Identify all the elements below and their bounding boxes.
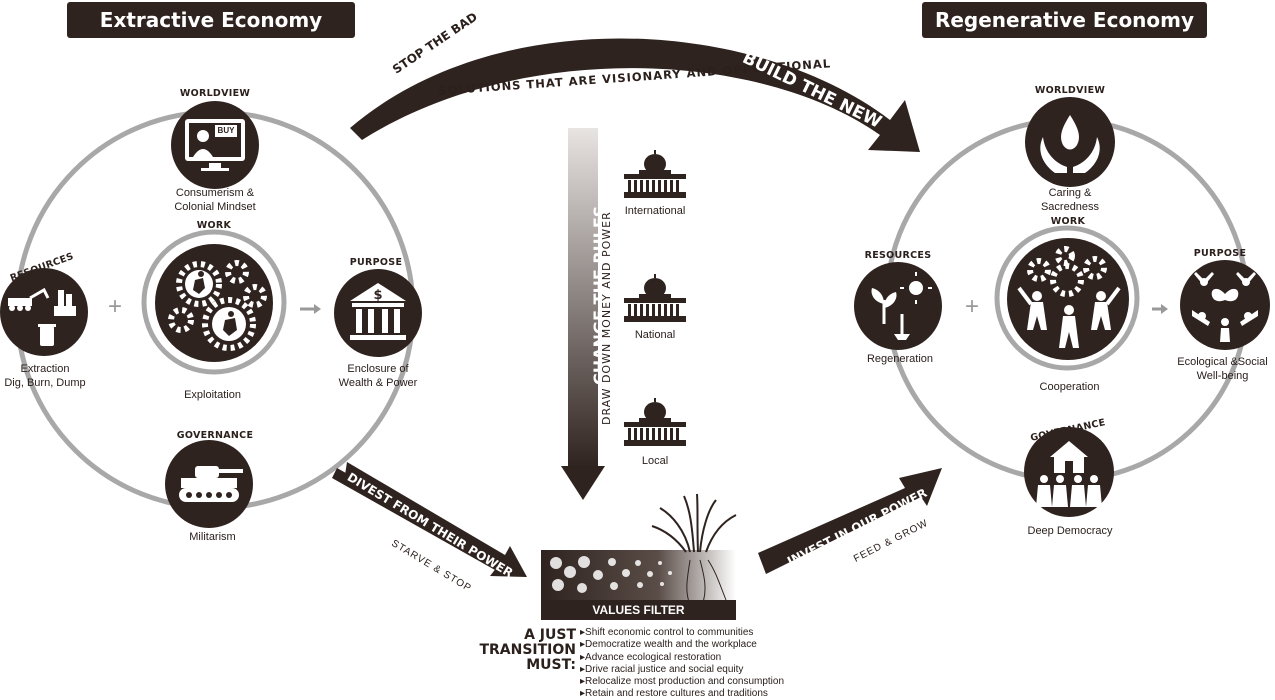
soil-pebbles: [550, 556, 672, 593]
right-resources-label: RESOURCES: [864, 250, 932, 261]
national-label: National: [634, 329, 676, 341]
international-label: International: [624, 205, 686, 217]
right-plus-sign: +: [965, 293, 980, 320]
capitol-icon: [624, 398, 686, 446]
list-item: Drive racial justice and social equity: [580, 664, 820, 676]
left-purpose-label: PURPOSE: [349, 257, 403, 268]
stop-build-arrow: [350, 38, 920, 152]
capitol-local: Local: [620, 396, 690, 467]
list-item: Shift economic control to communities: [580, 627, 820, 639]
left-resources-node: [0, 268, 88, 356]
grass-icon: [651, 493, 737, 553]
right-resources-caption: Regeneration: [866, 353, 934, 365]
left-governance-caption: Militarism: [189, 531, 236, 543]
svg-text:$: $: [373, 288, 382, 303]
gears-people-icon: [1017, 246, 1121, 348]
list-item: Retain and restore cultures and traditio…: [580, 688, 820, 698]
right-work-node: [1007, 238, 1129, 360]
hands-water-drop-icon: [1040, 115, 1100, 173]
right-purpose-label: PURPOSE: [1193, 248, 1247, 259]
invest-arrow: [758, 468, 942, 574]
left-work-node: [155, 244, 273, 362]
regenerative-economy-banner: Regenerative Economy: [922, 2, 1207, 38]
left-governance-node: [165, 440, 253, 528]
people-house-icon: [1036, 441, 1102, 507]
people-butterfly-icon: [1192, 272, 1258, 342]
right-worldview-label: WORLDVIEW: [1034, 85, 1106, 96]
right-worldview-caption: Caring &Sacredness: [1040, 187, 1100, 213]
left-purpose-node: $: [334, 269, 422, 357]
right-work-caption: Cooperation: [1039, 381, 1100, 393]
local-label: Local: [641, 455, 669, 467]
divest-arrow: [340, 462, 527, 577]
extractive-work-ring: [141, 229, 287, 375]
right-resources-node: [854, 262, 942, 350]
gears-workers-icon: [168, 260, 267, 351]
list-item: Democratize wealth and the workplace: [580, 639, 820, 651]
tv-buy-icon: [185, 119, 245, 171]
draw-down-text: DRAW DOWN MONEY AND POWER: [600, 211, 613, 425]
left-worldview-label: WORLDVIEW: [179, 88, 251, 99]
sprout-sun-icon: [871, 272, 932, 340]
left-work-caption: Exploitation: [184, 389, 241, 401]
capitol-icon: [624, 150, 686, 198]
change-rules-arrowhead: [561, 466, 605, 500]
left-governance-label: GOVERNANCE: [176, 430, 254, 441]
right-governance-node: [1024, 427, 1114, 517]
right-work-label: WORK: [1050, 216, 1086, 227]
tank-icon: [179, 466, 243, 502]
list-item: Relocalize most production and consumpti…: [580, 676, 820, 688]
left-worldview-caption: Consumerism &Colonial Mindset: [174, 187, 256, 213]
capitol-national: National: [620, 272, 690, 341]
extractive-economy-banner: Extractive Economy: [67, 2, 355, 38]
capitol-icon: [624, 274, 686, 322]
left-plus-sign: +: [108, 293, 123, 320]
bank-dollar-icon: $: [350, 283, 406, 340]
values-filter-label: VALUES FILTER: [541, 600, 736, 620]
right-governance-caption: Deep Democracy: [1027, 525, 1113, 537]
list-item: Advance ecological restoration: [580, 652, 820, 664]
regenerative-work-ring: [994, 225, 1140, 371]
right-worldview-node: [1025, 97, 1115, 187]
just-transition-heading: A JUST TRANSITION MUST:: [479, 627, 576, 673]
right-purpose-node: [1180, 260, 1270, 350]
buy-screen-text: BUY: [217, 126, 235, 135]
excavator-factory-trash-icon: [8, 287, 76, 346]
left-worldview-node: BUY: [171, 101, 259, 189]
just-transition-list: Shift economic control to communities De…: [580, 627, 820, 698]
capitol-international: International: [620, 148, 690, 217]
change-rules-shaft: [568, 128, 598, 468]
left-work-label: WORK: [196, 220, 232, 231]
